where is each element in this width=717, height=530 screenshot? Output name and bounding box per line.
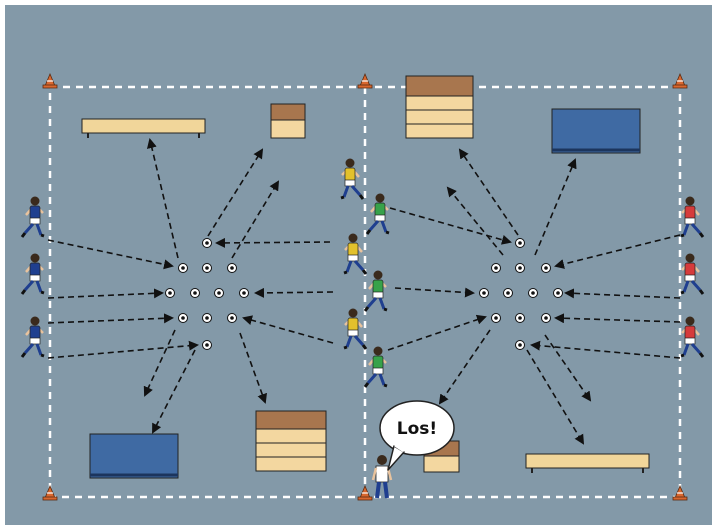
movement-arrow bbox=[544, 334, 592, 402]
movement-arrow bbox=[526, 349, 585, 445]
speech-bubble-text: Los! bbox=[397, 419, 437, 439]
player-figure-icon bbox=[20, 316, 45, 358]
soccer-ball-icon bbox=[202, 263, 212, 273]
movement-arrow bbox=[47, 239, 174, 270]
soccer-ball-icon bbox=[515, 263, 525, 273]
player-figure-icon bbox=[20, 253, 45, 295]
soccer-ball-icon bbox=[541, 263, 551, 273]
movement-arrow bbox=[394, 287, 475, 298]
movement-arrow bbox=[47, 340, 199, 359]
box-large-bottom-left bbox=[255, 410, 327, 472]
soccer-ball-icon bbox=[553, 288, 563, 298]
movement-arrow bbox=[530, 340, 681, 359]
soccer-ball-icon bbox=[239, 288, 249, 298]
cone-icon bbox=[42, 72, 58, 89]
soccer-ball-icon bbox=[515, 313, 525, 323]
movement-arrow bbox=[458, 148, 519, 236]
movement-arrow bbox=[554, 313, 681, 324]
cone-icon bbox=[357, 72, 373, 89]
soccer-ball-icon bbox=[528, 288, 538, 298]
soccer-ball-icon bbox=[178, 313, 188, 323]
movement-arrow bbox=[239, 332, 267, 404]
soccer-ball-icon bbox=[227, 263, 237, 273]
player-figure-icon bbox=[365, 193, 390, 235]
soccer-ball-icon bbox=[491, 313, 501, 323]
player-figure-icon bbox=[20, 196, 45, 238]
soccer-ball-icon bbox=[541, 313, 551, 323]
mat-top-right bbox=[551, 108, 641, 154]
soccer-ball-icon bbox=[479, 288, 489, 298]
player-figure-icon bbox=[343, 308, 368, 350]
movement-arrow bbox=[143, 329, 176, 397]
box-large-top-right bbox=[405, 75, 474, 139]
soccer-ball-icon bbox=[202, 340, 212, 350]
movement-arrow bbox=[215, 237, 331, 248]
movement-arrow bbox=[446, 186, 504, 256]
soccer-ball-icon bbox=[214, 288, 224, 298]
player-figure-icon bbox=[363, 270, 388, 312]
movement-arrow bbox=[387, 314, 487, 351]
movement-arrow bbox=[254, 287, 334, 298]
soccer-ball-icon bbox=[515, 340, 525, 350]
soccer-ball-icon bbox=[227, 313, 237, 323]
soccer-ball-icon bbox=[202, 238, 212, 248]
balls bbox=[165, 238, 563, 350]
speech-bubble: Los! bbox=[379, 400, 455, 471]
movement-arrow bbox=[554, 234, 681, 269]
player-figure-icon bbox=[343, 233, 368, 275]
soccer-ball-icon bbox=[503, 288, 513, 298]
movement-arrow bbox=[242, 315, 334, 344]
bench-bottom-right bbox=[525, 453, 650, 473]
player-figure-icon bbox=[680, 316, 705, 358]
cone-icon bbox=[672, 484, 688, 501]
soccer-ball-icon bbox=[202, 313, 212, 323]
coach bbox=[371, 455, 393, 499]
movement-arrow bbox=[146, 138, 179, 259]
player-figure-icon bbox=[680, 196, 705, 238]
soccer-ball-icon bbox=[190, 288, 200, 298]
movement-arrows bbox=[47, 138, 681, 445]
bench-top-left bbox=[81, 118, 206, 138]
movement-arrow bbox=[389, 207, 512, 245]
soccer-ball-icon bbox=[491, 263, 501, 273]
mat-bottom-left bbox=[89, 433, 179, 479]
movement-arrow bbox=[207, 148, 264, 237]
movement-arrow bbox=[231, 180, 280, 259]
soccer-ball-icon bbox=[178, 263, 188, 273]
player-figure-icon bbox=[680, 253, 705, 295]
movement-arrow bbox=[152, 349, 196, 434]
movement-arrow bbox=[47, 288, 164, 299]
cone-icon bbox=[357, 484, 373, 501]
cone-icon bbox=[42, 484, 58, 501]
movement-arrow bbox=[534, 158, 577, 256]
movement-arrow bbox=[438, 329, 491, 405]
players bbox=[20, 158, 705, 388]
movement-arrow bbox=[47, 313, 174, 324]
player-figure-icon bbox=[363, 346, 388, 388]
movement-arrow bbox=[564, 288, 681, 299]
soccer-ball-icon bbox=[515, 238, 525, 248]
cone-icon bbox=[672, 72, 688, 89]
player-figure-icon bbox=[340, 158, 365, 200]
cones bbox=[42, 72, 688, 501]
box-small-top-left bbox=[270, 103, 306, 139]
soccer-ball-icon bbox=[165, 288, 175, 298]
